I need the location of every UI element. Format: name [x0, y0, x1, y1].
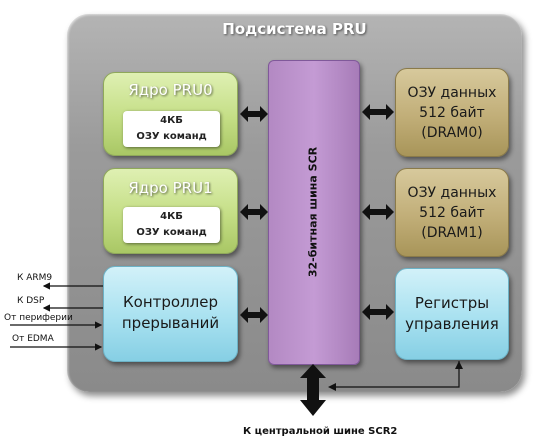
subsystem-title: Подсистема PRU	[222, 20, 367, 38]
control-registers-label: Регистры управления	[396, 293, 508, 335]
core-pru1-instruction-ram: 4КБ ОЗУ команд	[123, 207, 220, 243]
interrupt-controller-label: Контроллер прерываний	[104, 292, 237, 334]
control-registers-scr2-line	[328, 361, 463, 391]
dram0-label: ОЗУ данных 512 байт (DRAM0)	[396, 83, 508, 143]
label-from-periphery: От периферии	[4, 313, 73, 323]
core-pru0-title: Ядро PRU0	[128, 81, 213, 99]
dram1-line1: ОЗУ данных	[407, 185, 497, 201]
interrupt-controller-block: Контроллер прерываний	[103, 266, 238, 362]
dram1-label: ОЗУ данных 512 байт (DRAM1)	[396, 183, 508, 243]
dram1-line2: 512 байт	[419, 205, 485, 221]
core-pru1-block: Ядро PRU1 4КБ ОЗУ команд	[103, 168, 238, 254]
core-pru1-mem-size: 4КБ	[160, 211, 183, 222]
core-pru1-mem-type: ОЗУ команд	[136, 227, 207, 238]
arrow-bus-scr2	[300, 364, 326, 416]
core-pru1-title: Ядро PRU1	[128, 179, 213, 197]
arrow-interrupt-bus	[240, 307, 268, 323]
core-pru0-mem-size: 4КБ	[160, 115, 183, 126]
arrow-core1-bus	[240, 204, 268, 220]
dram0-block: ОЗУ данных 512 байт (DRAM0)	[395, 68, 509, 157]
label-to-dsp: К DSP	[17, 296, 45, 306]
core-pru0-mem-type: ОЗУ команд	[136, 131, 207, 142]
dram0-line3: (DRAM0)	[421, 125, 483, 141]
dram1-line3: (DRAM1)	[421, 225, 483, 241]
control-registers-block: Регистры управления	[395, 268, 509, 360]
arrow-bus-dram0	[362, 104, 394, 120]
arrow-bus-control-registers	[362, 304, 394, 320]
control-registers-line2: управления	[405, 315, 499, 333]
dram0-line1: ОЗУ данных	[407, 85, 497, 101]
interrupt-controller-line2: прерываний	[121, 314, 220, 332]
scr-bus-block	[268, 60, 360, 365]
label-from-edma: От EDMA	[12, 334, 54, 344]
arrow-bus-dram1	[362, 204, 394, 220]
label-central-bus-scr2: К центральной шине SCR2	[243, 426, 398, 437]
dram0-line2: 512 байт	[419, 105, 485, 121]
arrow-core0-bus	[240, 106, 268, 122]
core-pru0-block: Ядро PRU0 4КБ ОЗУ команд	[103, 72, 238, 156]
interrupt-controller-line1: Контроллер	[123, 293, 218, 311]
core-pru0-instruction-ram: 4КБ ОЗУ команд	[123, 111, 220, 147]
control-registers-line1: Регистры	[414, 294, 490, 312]
dram1-block: ОЗУ данных 512 байт (DRAM1)	[395, 168, 509, 257]
label-to-arm9: К ARM9	[17, 273, 53, 283]
